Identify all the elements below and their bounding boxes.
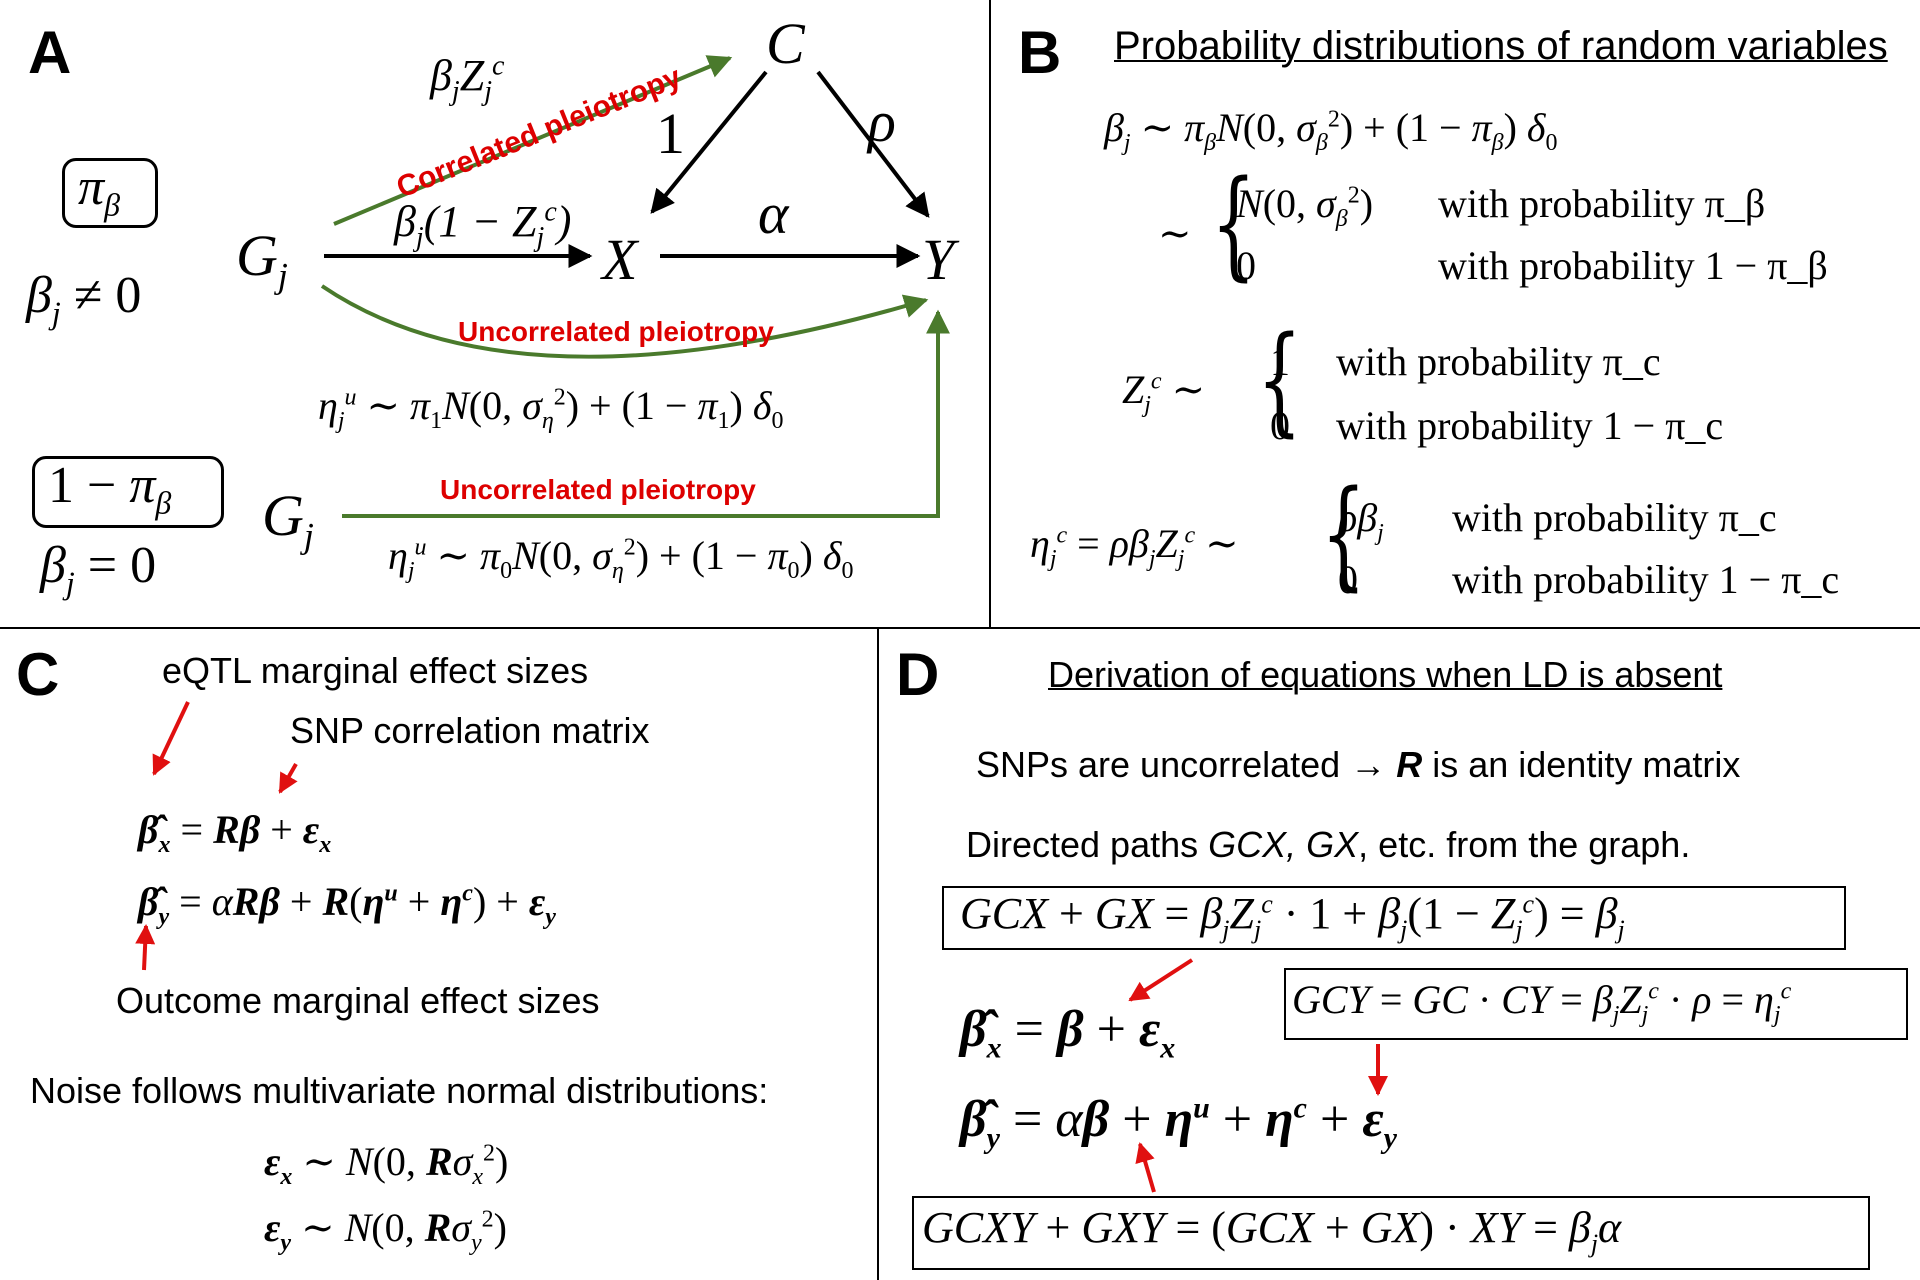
beta-nonzero-text: βj ≠ 0 bbox=[26, 267, 142, 331]
snp-note: SNP correlation matrix bbox=[290, 710, 650, 751]
z-case1-prob: with probability π_c bbox=[1336, 339, 1661, 384]
box-gcx-gx-text: GCX + GX = βjZjc · 1 + βj(1 − Zjc) = βj bbox=[960, 889, 1625, 944]
arrow-eqtl bbox=[152, 701, 190, 776]
eta-c-case1-value: ρβj bbox=[1338, 495, 1384, 546]
one-minus-pi-beta-text: 1 − πβ bbox=[48, 457, 172, 521]
eta-c-lhs: ηjc = ρβjZjc ∼ bbox=[1030, 521, 1239, 572]
node-c: C bbox=[766, 11, 805, 76]
arrow-box3-to-alpha bbox=[1135, 1142, 1156, 1193]
node-g-zero: Gj bbox=[262, 483, 314, 556]
eta-c-cases-brace: { bbox=[1321, 464, 1367, 602]
box-gcxy-text: GCXY + GXY = (GCX + GX) · XY = βjα bbox=[922, 1203, 1622, 1258]
panel-label-d: D bbox=[896, 641, 940, 708]
beta-distribution-def: βj ∼ πβN(0, σβ2) + (1 − πβ) δ0 bbox=[1104, 105, 1558, 156]
edge-g-to-y-curved bbox=[320, 284, 929, 359]
box-gcy bbox=[1284, 968, 1908, 1040]
arrow-snp bbox=[278, 763, 298, 794]
eta-c-case2-prob: with probability 1 − π_c bbox=[1452, 557, 1840, 602]
noise-note: Noise follows multivariate normal distri… bbox=[30, 1070, 769, 1111]
identity-note: SNPs are uncorrelated → R is an identity… bbox=[976, 744, 1740, 786]
eq-beta-y: β̂y = αRβ + R(ηu + ηc) + εy bbox=[138, 879, 556, 930]
eqtl-note: eQTL marginal effect sizes bbox=[162, 650, 589, 691]
outcome-note: Outcome marginal effect sizes bbox=[116, 980, 600, 1021]
beta-cases-brace: { bbox=[1211, 154, 1257, 292]
edge-label-x-y: α bbox=[758, 181, 789, 246]
causal-graph-edges bbox=[320, 55, 950, 518]
z-case1-value: 1 bbox=[1270, 339, 1290, 384]
eq-beta-x: β̂x = Rβ + εx bbox=[138, 807, 332, 858]
panel-label-c: C bbox=[16, 641, 60, 708]
identity-note-r: R bbox=[1396, 744, 1423, 785]
eta-u-zero-formula: ηju ∼ π0N(0, ση2) + (1 − π0) δ0 bbox=[388, 533, 854, 584]
pi-beta-text: πβ bbox=[78, 159, 120, 223]
z-case2-prob: with probability 1 − π_c bbox=[1336, 403, 1724, 448]
noise-x-formula: εx ∼ N(0, Rσx2) bbox=[264, 1139, 509, 1190]
paths-note-pre: Directed paths bbox=[966, 824, 1199, 865]
node-y: Y bbox=[922, 227, 955, 292]
uncorrelated-pleiotropy-label-2: Uncorrelated pleiotropy bbox=[440, 474, 756, 505]
eta-c-case1-prob: with probability π_c bbox=[1452, 495, 1777, 540]
paths-note: Directed paths GCX, GX, etc. from the gr… bbox=[966, 824, 1690, 866]
beta-case2-prob: with probability 1 − π_β bbox=[1438, 243, 1828, 288]
edge-label-g-x: βj(1 − Zjc) bbox=[394, 196, 572, 253]
edge-g0-to-y bbox=[342, 309, 950, 518]
uncorrelated-pleiotropy-label-1: Uncorrelated pleiotropy bbox=[458, 316, 774, 347]
z-lhs: Zjc ∼ bbox=[1122, 367, 1206, 418]
box-gcy-text: GCY = GC · CY = βjZjc · ρ = ηjc bbox=[1292, 977, 1792, 1028]
box-gcx-gx bbox=[942, 886, 1846, 950]
node-x: X bbox=[602, 227, 638, 292]
node-g-nonzero: Gj bbox=[236, 223, 288, 296]
arrow-outcome bbox=[135, 924, 156, 971]
panel-c-red-arrows bbox=[135, 701, 298, 971]
edge-label-c-x: 1 bbox=[656, 101, 685, 166]
z-cases-brace: { bbox=[1257, 310, 1303, 448]
box-gcxy bbox=[912, 1196, 1870, 1270]
panel-label-b: B bbox=[1018, 19, 1062, 86]
pi-beta-box bbox=[62, 158, 158, 228]
panel-label-a: A bbox=[28, 19, 72, 86]
beta-cases-sim: ∼ bbox=[1158, 211, 1192, 256]
one-minus-pi-beta-box bbox=[32, 456, 224, 528]
identity-note-post: is an identity matrix bbox=[1432, 744, 1741, 785]
beta-case1-value: N(0, σβ2) bbox=[1236, 181, 1374, 232]
eq-d-beta-y: β̂y = αβ + ηu + ηc + εy bbox=[960, 1091, 1397, 1155]
beta-zero-text: βj = 0 bbox=[40, 537, 157, 601]
z-case2-value: 0 bbox=[1270, 403, 1290, 448]
edge-label-c-y: ρ bbox=[868, 89, 896, 154]
edge-c-to-y bbox=[816, 70, 930, 218]
beta-case2-value: 0 bbox=[1236, 243, 1256, 288]
beta-case1-prob: with probability π_β bbox=[1438, 181, 1766, 226]
eq-d-beta-x: β̂x = β + εx bbox=[960, 1001, 1176, 1065]
eta-c-case2-value: 0 bbox=[1338, 557, 1358, 602]
panel-b-title: Probability distributions of random vari… bbox=[1114, 24, 1888, 68]
eta-u-nonzero-formula: ηju ∼ π1N(0, ση2) + (1 − π1) δ0 bbox=[318, 383, 784, 434]
paths-note-paths: GCX, GX bbox=[1208, 824, 1359, 865]
edge-g-to-c bbox=[333, 55, 733, 226]
noise-y-formula: εy ∼ N(0, Rσy2) bbox=[264, 1205, 507, 1256]
identity-note-pre: SNPs are uncorrelated → bbox=[976, 744, 1387, 785]
panel-d-title: Derivation of equations when LD is absen… bbox=[1048, 654, 1723, 695]
arrow-box1-to-beta bbox=[1128, 958, 1194, 1002]
edge-label-g-c: βjZjc bbox=[430, 50, 505, 107]
paths-note-post: , etc. from the graph. bbox=[1358, 824, 1691, 865]
edge-c-to-x bbox=[650, 70, 768, 214]
